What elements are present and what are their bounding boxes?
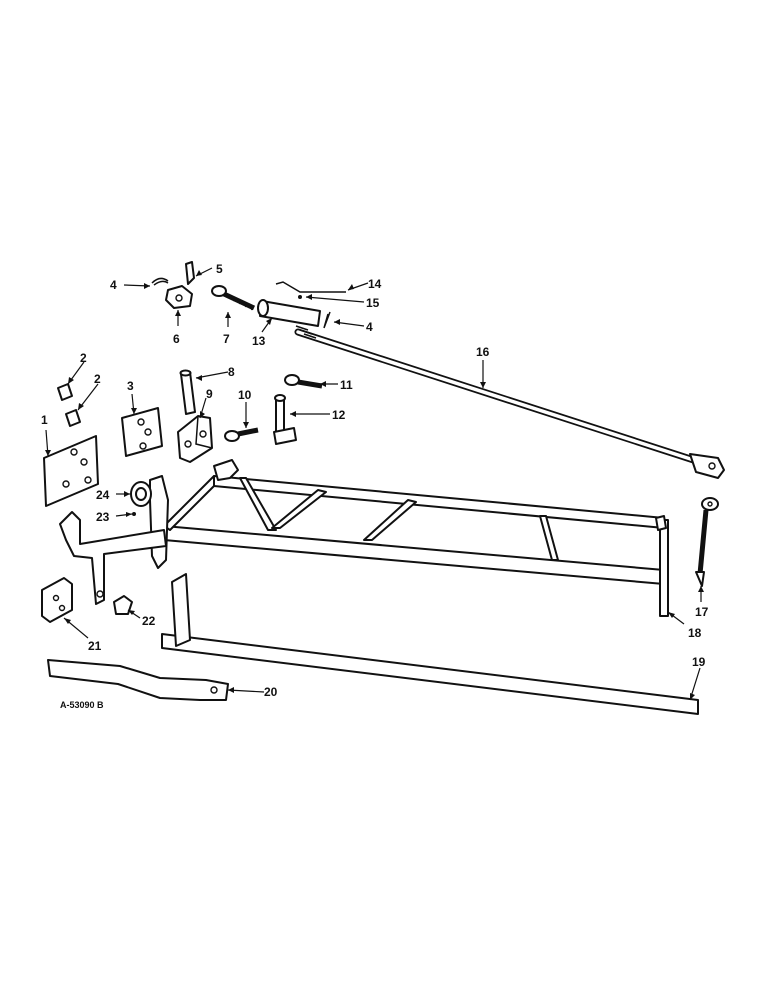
part-14-bent-rod bbox=[275, 281, 346, 293]
svg-text:12: 12 bbox=[332, 408, 346, 422]
part-2-bolt-upper bbox=[57, 383, 73, 401]
svg-text:1: 1 bbox=[41, 413, 48, 427]
callout-24: 24 bbox=[96, 488, 130, 502]
svg-text:9: 9 bbox=[206, 387, 213, 401]
svg-text:20: 20 bbox=[264, 685, 278, 699]
svg-text:11: 11 bbox=[340, 378, 353, 392]
svg-text:23: 23 bbox=[96, 510, 110, 524]
callout-23: 23 bbox=[96, 510, 133, 524]
callout-11: 12 bbox=[290, 408, 346, 422]
svg-text:22: 22 bbox=[142, 614, 156, 628]
callout-2-lower: 2 bbox=[77, 372, 101, 411]
svg-text:18: 18 bbox=[688, 626, 702, 640]
svg-text:2: 2 bbox=[94, 372, 101, 386]
svg-text:10: 10 bbox=[238, 388, 252, 402]
part-11-pin bbox=[273, 394, 297, 445]
part-12-eye-bolt bbox=[284, 374, 323, 389]
part-19-bar bbox=[161, 573, 699, 715]
part-21-bracket bbox=[41, 577, 73, 623]
hitch-arm bbox=[59, 511, 167, 605]
part-7-rod-end bbox=[211, 285, 256, 311]
part-4-cotter-pin-left bbox=[151, 277, 169, 286]
callout-5: 5 bbox=[195, 262, 223, 277]
svg-text:4: 4 bbox=[110, 278, 117, 292]
callout-4-left: 4 bbox=[110, 278, 151, 292]
part-24-bushing bbox=[130, 481, 152, 507]
svg-text:5: 5 bbox=[216, 262, 223, 276]
callout-9: 9 bbox=[199, 387, 213, 419]
svg-text:24: 24 bbox=[96, 488, 110, 502]
part-13-tube bbox=[257, 299, 321, 327]
callout-13: 13 bbox=[252, 317, 273, 348]
part-22-block bbox=[113, 595, 133, 615]
callout-7: 7 bbox=[223, 312, 231, 346]
callout-18: 18 bbox=[667, 611, 702, 640]
part-18-frame bbox=[149, 459, 669, 617]
svg-text:15: 15 bbox=[366, 296, 380, 310]
callout-16: 16 bbox=[476, 345, 490, 388]
callout-12: 11 bbox=[320, 378, 353, 392]
svg-text:8: 8 bbox=[228, 365, 235, 379]
svg-text:3: 3 bbox=[127, 379, 134, 393]
part-3-plate bbox=[121, 407, 163, 457]
callout-2-upper: 2 bbox=[67, 351, 87, 385]
callout-10: 10 bbox=[238, 388, 252, 428]
callout-1: 1 bbox=[41, 413, 51, 457]
callout-3: 3 bbox=[127, 379, 137, 415]
part-16-rod bbox=[294, 325, 725, 479]
callout-19: 19 bbox=[689, 655, 706, 701]
callout-15: 15 bbox=[305, 294, 380, 310]
callout-20: 20 bbox=[227, 685, 278, 699]
svg-text:21: 21 bbox=[88, 639, 102, 653]
part-9-bracket bbox=[177, 415, 213, 463]
part-4-cotter-pin-right bbox=[323, 311, 331, 329]
callout-6: 6 bbox=[173, 310, 181, 346]
svg-text:16: 16 bbox=[476, 345, 490, 359]
callout-8: 8 bbox=[195, 365, 235, 381]
part-10-eye-bolt bbox=[224, 427, 259, 442]
svg-text:13: 13 bbox=[252, 334, 266, 348]
callout-22: 22 bbox=[127, 609, 156, 628]
part-20-bar bbox=[47, 659, 229, 701]
svg-text:4: 4 bbox=[366, 320, 373, 334]
part-17-link bbox=[695, 497, 719, 587]
svg-text:2: 2 bbox=[80, 351, 87, 365]
svg-text:6: 6 bbox=[173, 332, 180, 346]
part-2-bolt-lower bbox=[65, 409, 81, 427]
callout-4-right: 4 bbox=[333, 319, 373, 334]
svg-text:14: 14 bbox=[368, 277, 382, 291]
part-1-plate bbox=[43, 435, 99, 507]
callout-21: 21 bbox=[63, 617, 102, 653]
svg-text:17: 17 bbox=[695, 605, 709, 619]
callout-14: 14 bbox=[347, 277, 382, 291]
svg-text:7: 7 bbox=[223, 332, 230, 346]
part-6-block bbox=[165, 285, 193, 309]
part-8-pin bbox=[179, 369, 196, 415]
part-5-clip bbox=[185, 261, 195, 285]
part-23-washer bbox=[132, 512, 136, 516]
drawing-code: A-53090 B bbox=[60, 700, 104, 710]
callout-17: 17 bbox=[695, 586, 709, 619]
part-15-pin bbox=[298, 295, 302, 299]
svg-text:19: 19 bbox=[692, 655, 706, 669]
